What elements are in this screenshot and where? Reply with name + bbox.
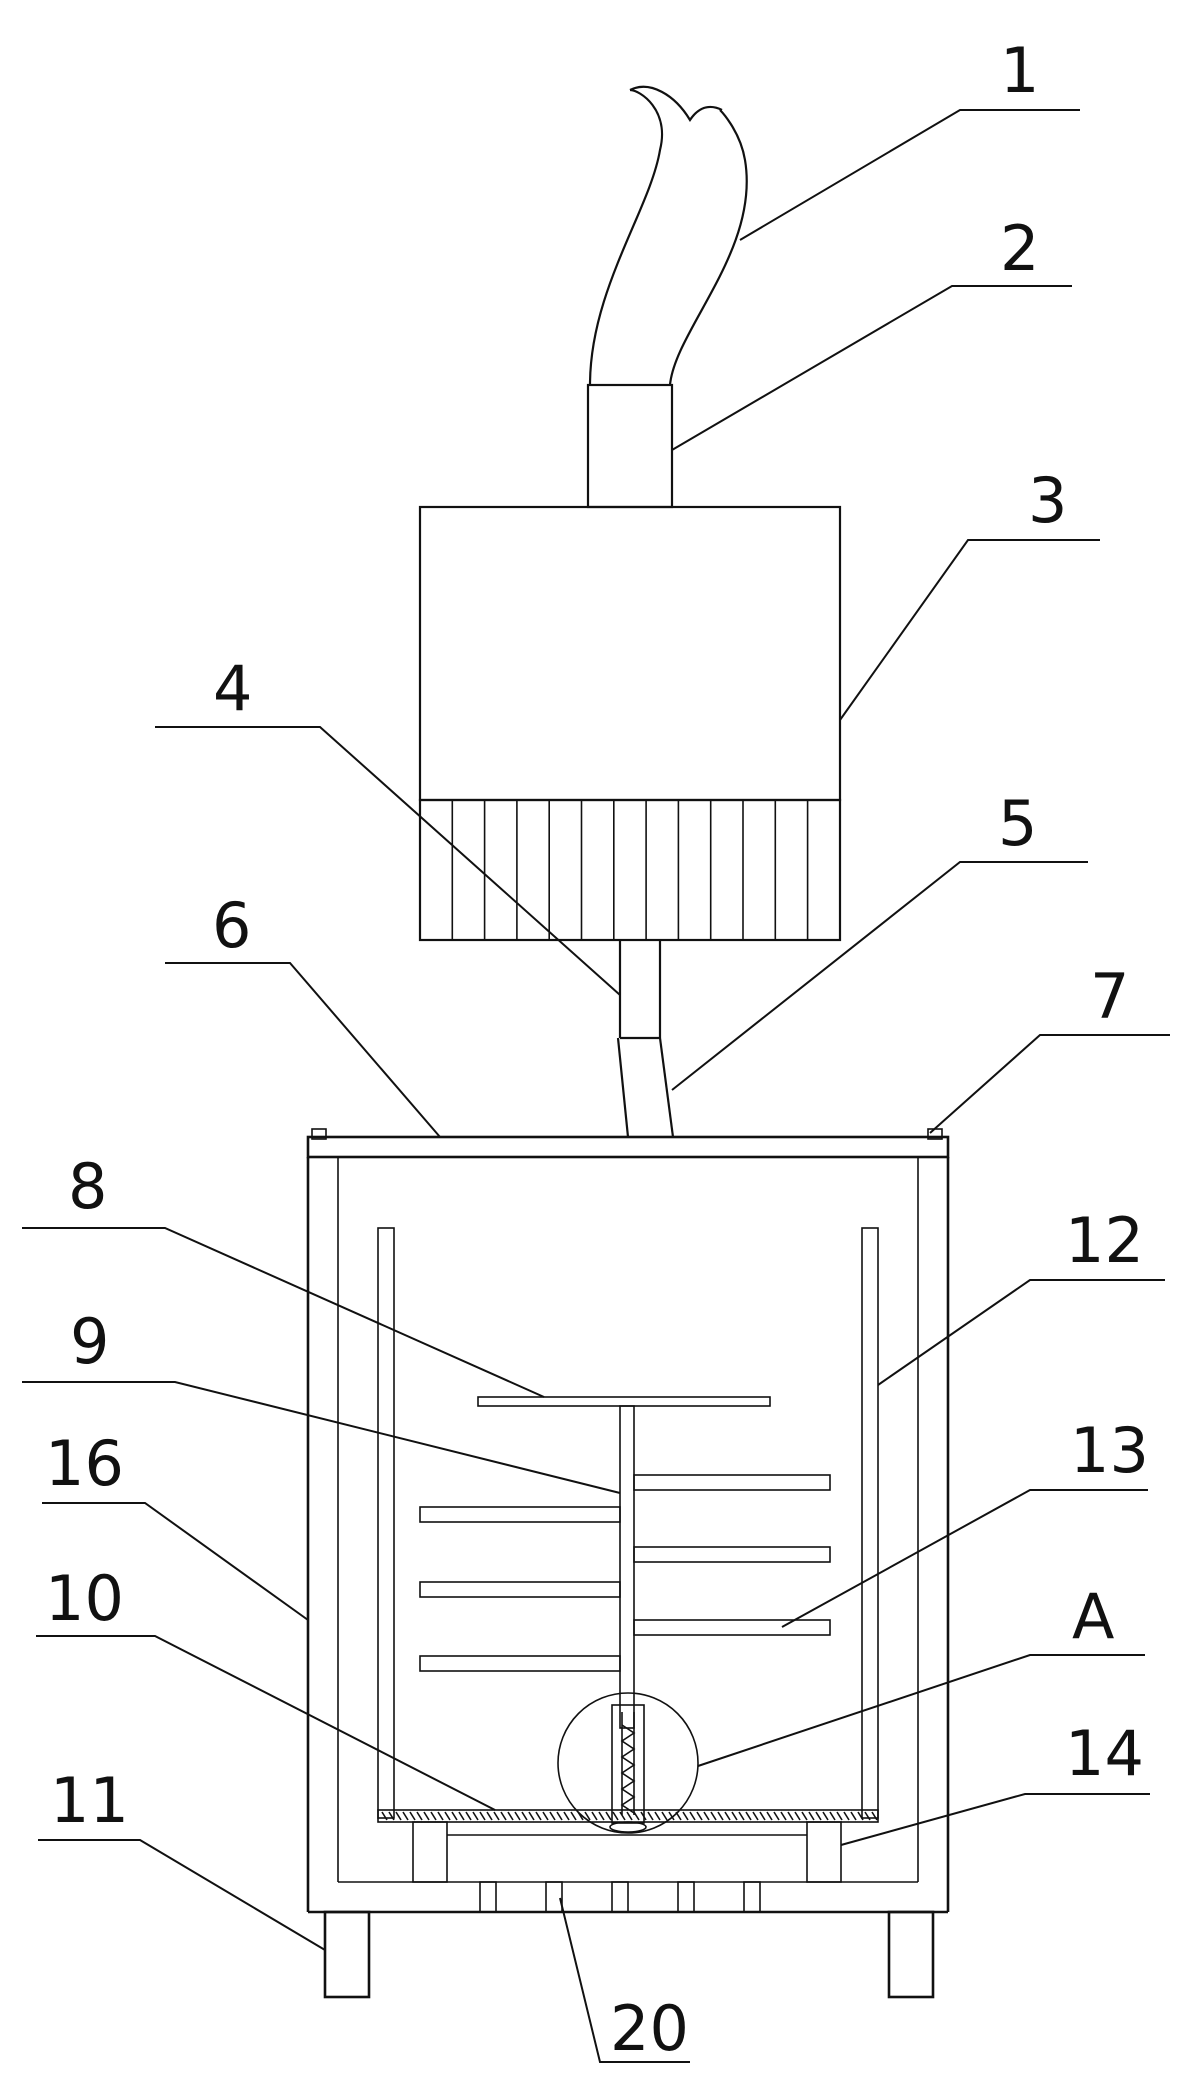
- label-10: 10: [45, 1562, 124, 1635]
- legs: [323, 1910, 935, 1999]
- label-4: 4: [213, 652, 252, 725]
- label-1: 1: [1000, 34, 1039, 107]
- plate-supports: [412, 1821, 842, 1883]
- label-9: 9: [70, 1305, 109, 1378]
- label-a: A: [1072, 1580, 1114, 1653]
- detail-a-spring: [557, 1692, 699, 1834]
- outer-shell: [306, 1157, 950, 1914]
- drain-slots: [479, 1881, 761, 1913]
- lid: [306, 1128, 950, 1159]
- flexible-hose: [588, 85, 748, 386]
- label-16: 16: [45, 1427, 124, 1500]
- label-7: 7: [1090, 960, 1129, 1033]
- label-11: 11: [50, 1764, 129, 1837]
- coupling-pipe: [616, 1037, 675, 1138]
- reference-numerals: 1 2 3 4 5 6 7 8 9 10 11 12 13 14 16 20 A: [45, 34, 1149, 2065]
- label-5: 5: [998, 787, 1037, 860]
- label-8: 8: [68, 1150, 107, 1223]
- leader-lines: [22, 109, 1170, 2063]
- label-20: 20: [610, 1992, 689, 2065]
- stirrer: [419, 1396, 831, 1729]
- label-2: 2: [1000, 212, 1039, 285]
- filter-plate: [377, 1809, 879, 1823]
- label-6: 6: [212, 889, 251, 962]
- cooling-fins: [418, 798, 842, 942]
- label-12: 12: [1065, 1204, 1144, 1277]
- label-13: 13: [1070, 1414, 1149, 1487]
- motor-housing: [418, 505, 842, 802]
- inlet-pipe: [586, 383, 674, 509]
- drive-shaft: [618, 940, 662, 1040]
- label-3: 3: [1028, 464, 1067, 537]
- label-14: 14: [1065, 1717, 1144, 1790]
